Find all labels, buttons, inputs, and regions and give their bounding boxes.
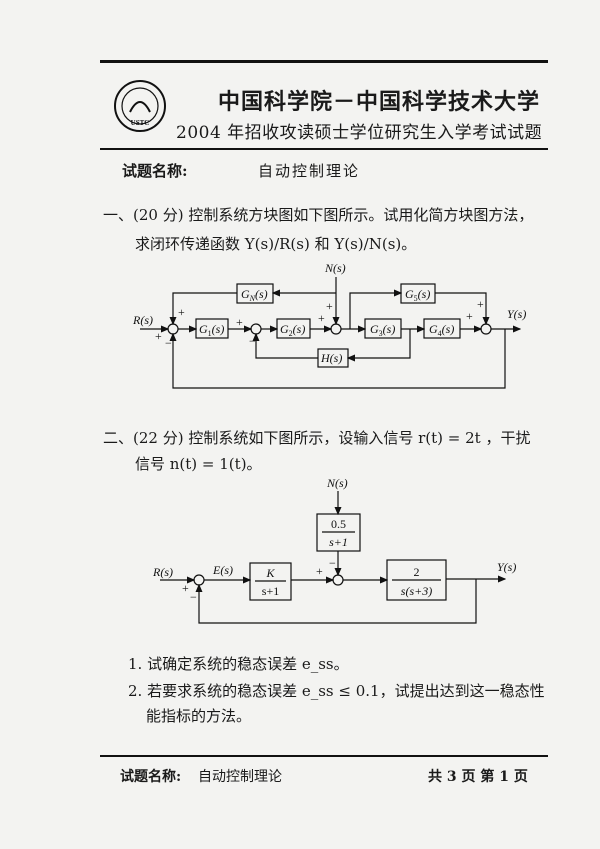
sum-junction-1: [193, 574, 205, 586]
subject-value: 自动控制理论: [258, 162, 361, 180]
svg-text:+: +: [326, 299, 333, 313]
svg-text:Y(s): Y(s): [507, 307, 526, 321]
q1-text-line1: 一、(20 分) 控制系统方块图如下图所示。试用化简方块图方法，: [103, 206, 534, 224]
svg-text:G5(s): G5(s): [405, 287, 430, 303]
q2-text-line1: 二、(22 分) 控制系统如下图所示，设输入信号 r(t) = 2t ，干扰: [103, 429, 531, 447]
q2-item-2-cont: 能指标的方法。: [146, 707, 252, 725]
svg-text:N(s): N(s): [326, 476, 348, 490]
svg-text:+: +: [182, 581, 189, 595]
svg-text:0.5: 0.5: [331, 517, 346, 531]
q2-item-2: 2. 若要求系统的稳态误差 e_ss ≤ 0.1，试提出达到这一稳态性: [128, 682, 545, 700]
svg-text:R(s): R(s): [152, 565, 173, 579]
svg-text:+: +: [466, 309, 473, 323]
sum-junction-2: [332, 574, 344, 586]
block-plant: [386, 559, 447, 601]
block-diagram-2: R(s) E(s) K s+1 N(s) 0.5 s+1 2 s(s+3) Y(…: [152, 476, 516, 624]
svg-text:N(s): N(s): [324, 261, 346, 275]
block-controller: [249, 562, 292, 601]
svg-text:2: 2: [414, 565, 420, 579]
svg-text:+: +: [236, 315, 243, 329]
block-diagram-1: R(s) G1(s) G2(s) G3(s) G4(s) Y(s) N(s) G…: [132, 261, 526, 389]
svg-text:USTC: USTC: [131, 119, 150, 127]
sum-junction-3: [330, 323, 342, 335]
sum-junction-2: [250, 323, 262, 335]
footer-subject: 自动控制理论: [198, 769, 282, 785]
svg-text:H(s): H(s): [320, 351, 342, 365]
header-rule: [100, 148, 548, 150]
svg-text:G1(s): G1(s): [199, 322, 224, 338]
svg-text:G2(s): G2(s): [280, 322, 305, 338]
footer-subject-label: 试题名称:: [120, 769, 182, 785]
header-title: 中国科学院－中国科学技术大学: [218, 89, 541, 115]
footer-page-count: 共 3 页 第 1 页: [428, 769, 528, 785]
svg-text:+: +: [316, 564, 323, 578]
svg-text:+: +: [318, 311, 325, 325]
svg-text:Y(s): Y(s): [497, 560, 516, 574]
svg-text:+: +: [477, 297, 484, 311]
sum-junction-4: [480, 323, 492, 335]
svg-text:G3(s): G3(s): [370, 322, 395, 338]
subject-label: 试题名称:: [122, 162, 188, 180]
ustc-logo: USTC: [114, 80, 166, 132]
footer-rule: [100, 755, 548, 757]
svg-text:R(s): R(s): [132, 313, 153, 327]
svg-text:G4(s): G4(s): [429, 322, 454, 338]
q2-text-line2: 信号 n(t) = 1(t)。: [135, 455, 262, 473]
svg-text:−: −: [190, 590, 197, 604]
svg-text:−: −: [249, 334, 256, 348]
svg-text:+: +: [155, 329, 162, 343]
header-subtitle: 2004 年招收攻读硕士学位研究生入学考试试题: [176, 123, 543, 143]
svg-text:s+1: s+1: [329, 535, 348, 549]
svg-text:E(s): E(s): [212, 563, 233, 577]
sum-junction-1: [167, 323, 179, 335]
svg-text:K: K: [265, 566, 275, 580]
svg-text:GN(s): GN(s): [241, 287, 268, 303]
top-rule: [100, 60, 548, 63]
q1-text-line2: 求闭环传递函数 Y(s)/R(s) 和 Y(s)/N(s)。: [135, 235, 417, 253]
svg-text:s(s+3): s(s+3): [401, 584, 432, 598]
svg-text:−: −: [165, 336, 172, 350]
svg-text:s+1: s+1: [262, 584, 279, 598]
svg-text:+: +: [178, 305, 185, 319]
q2-item-1: 1. 试确定系统的稳态误差 e_ss。: [128, 655, 349, 673]
svg-text:−: −: [329, 556, 336, 570]
